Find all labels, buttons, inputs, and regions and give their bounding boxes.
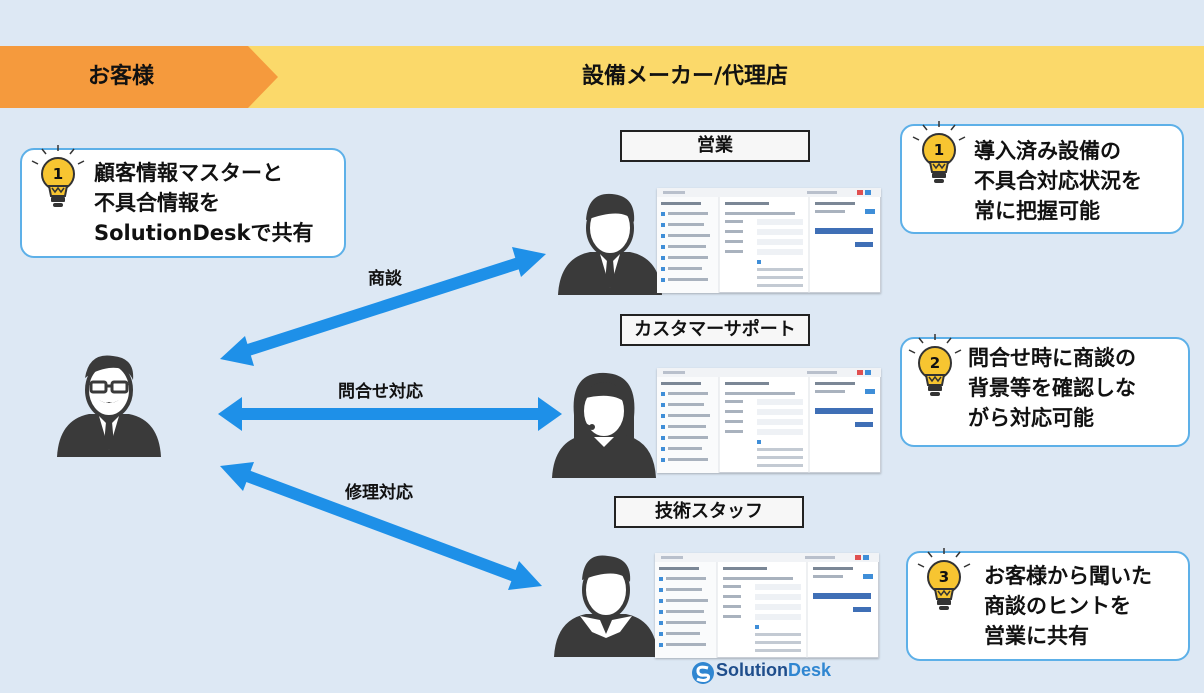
arrow-repair — [220, 462, 542, 590]
right-note-text-3: お客様から聞いた 商談のヒントを 営業に共有 — [984, 564, 1152, 648]
svg-text:1: 1 — [934, 141, 944, 159]
svg-text:3: 3 — [939, 568, 949, 586]
vendor-banner-tip — [1170, 46, 1204, 108]
role-label-support: カスタマーサポート — [620, 314, 810, 346]
lightbulb-icon: 1 — [31, 144, 85, 208]
left-note-text: 顧客情報マスターと 不具合情報を SolutionDeskで共有 — [94, 161, 314, 245]
customer-banner-label: お客様 — [88, 64, 155, 89]
svg-text:2: 2 — [930, 354, 940, 372]
vendor-banner — [240, 46, 1204, 108]
technician-person-icon — [552, 555, 660, 659]
app-screenshot-sales-content — [656, 187, 882, 294]
role-label-sales: 営業 — [620, 130, 810, 162]
customer-banner — [0, 46, 248, 108]
arrow-label-negotiation: 商談 — [368, 269, 402, 289]
solutiondesk-logo-icon — [692, 662, 714, 684]
role-label-technician: 技術スタッフ — [614, 496, 804, 528]
lightbulb-icon: 3 — [917, 547, 971, 611]
app-screenshot-technician-content — [654, 552, 880, 659]
svg-text:1: 1 — [53, 165, 63, 183]
arrow-inquiry — [218, 397, 562, 431]
app-screenshot-support-content — [656, 367, 882, 474]
support-person-icon — [550, 372, 658, 480]
solutiondesk-wordmark: SolutionDesk — [716, 660, 832, 680]
arrow-negotiation — [220, 247, 546, 366]
right-note-text-2: 問合せ時に商談の 背景等を確認しな がら対応可能 — [968, 346, 1136, 430]
sales-person-icon — [556, 193, 664, 297]
lightbulb-icon: 1 — [912, 120, 966, 184]
vendor-banner-label: 設備メーカー/代理店 — [582, 64, 789, 89]
customer-person-icon — [55, 355, 163, 459]
left-note-box — [20, 148, 346, 258]
customer-banner-tip — [248, 46, 278, 108]
right-note-text-1: 導入済み設備の 不具合対応状況を 常に把握可能 — [974, 139, 1142, 223]
arrow-label-repair: 修理対応 — [345, 483, 413, 503]
lightbulb-icon: 2 — [908, 333, 962, 397]
arrow-label-inquiry: 問合せ対応 — [338, 382, 423, 402]
